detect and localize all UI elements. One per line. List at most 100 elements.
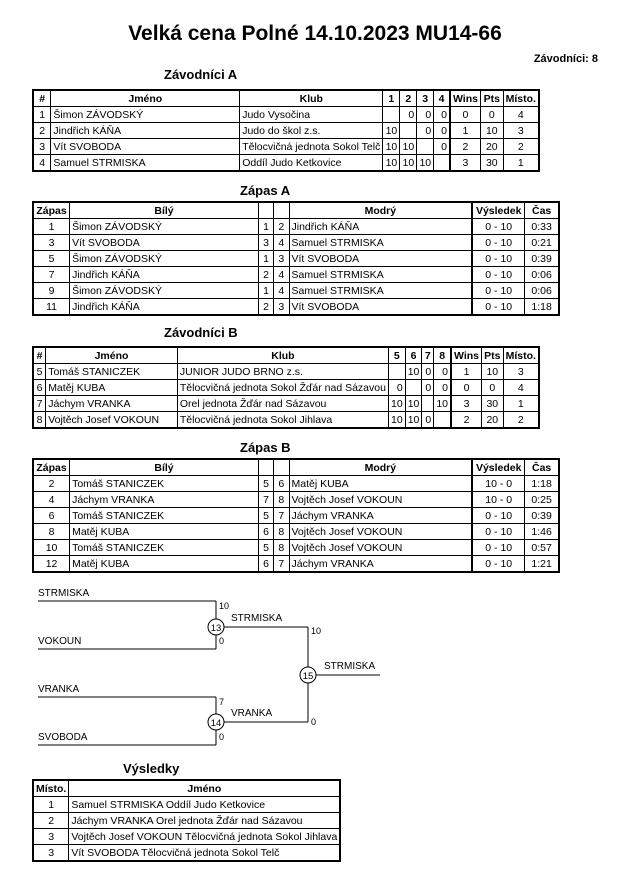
match-node-15: 15	[299, 666, 317, 684]
table-cell: 2	[273, 218, 290, 235]
table-cell: Vojtěch Josef VOKOUN	[288, 523, 473, 540]
table-cell: 0	[433, 122, 451, 139]
column-header	[273, 201, 290, 219]
table-cell: 0 - 10	[471, 298, 526, 316]
table-cell: Judo do škol z.s.	[239, 122, 384, 139]
column-header: 1	[382, 89, 401, 107]
column-header: Modrý	[288, 458, 473, 476]
table-cell: 5	[257, 475, 275, 492]
table-cell: Orel jednota Žďár nad Sázavou	[176, 395, 389, 412]
column-header: Čas	[524, 201, 560, 219]
group-a-heading: Závodníci A	[164, 67, 238, 82]
table-cell: 0 - 10	[471, 523, 526, 540]
table-cell: 3	[502, 122, 540, 139]
table-cell: 10	[382, 138, 401, 155]
table-cell: 3	[273, 250, 290, 267]
bracket-sf1-winner-score: 10	[311, 626, 321, 636]
table-cell: 1	[502, 154, 540, 172]
table-cell: 0	[450, 379, 482, 396]
table-cell: Jindřich KÁŇA	[69, 266, 259, 283]
table-cell: 0	[387, 379, 406, 396]
table-cell: 7	[257, 491, 275, 508]
table-cell: 1	[257, 218, 275, 235]
table-cell: 0	[399, 106, 418, 123]
table-cell: 2	[448, 138, 481, 155]
table-cell: 0:06	[524, 266, 560, 283]
table-cell: Tomáš STANICZEK	[69, 507, 259, 524]
table-cell: 0	[416, 122, 435, 139]
table-cell: Jindřich KÁŇA	[50, 122, 241, 139]
table-cell: JUNIOR JUDO BRNO z.s.	[176, 363, 389, 380]
table-cell: 6	[273, 475, 290, 492]
table-cell: 8	[273, 491, 290, 508]
table-cell	[382, 106, 401, 123]
table-cell: 1:18	[524, 475, 560, 492]
table-cell: Tomáš STANICZEK	[69, 539, 259, 556]
table-cell: 10	[433, 395, 452, 412]
table-cell: Jáchym VRANKA	[288, 555, 473, 573]
name-cell: Vojtěch Josef VOKOUN Tělocvičná jednota …	[68, 828, 341, 845]
table-cell: Šimon ZÁVODSKÝ	[69, 282, 259, 299]
table-cell: 12	[32, 555, 71, 573]
column-header	[257, 201, 275, 219]
table-cell: 10	[387, 411, 406, 429]
table-cell: 5	[257, 539, 275, 556]
table-cell: Šimon ZÁVODSKÝ	[50, 106, 241, 123]
table-cell: 10	[399, 138, 418, 155]
table-cell: Vít SVOBODA	[69, 234, 259, 251]
table-cell: Tělocvičná jednota Sokol Telč	[239, 138, 384, 155]
table-cell: Jáchym VRANKA	[45, 395, 178, 412]
table-cell: 0:21	[524, 234, 560, 251]
table-cell: Vojtěch Josef VOKOUN	[288, 491, 473, 508]
svg-text:15: 15	[303, 671, 314, 682]
bracket-sf1-bottom-score: 0	[219, 636, 224, 646]
table-cell: 8	[32, 411, 47, 429]
table-cell: 10	[404, 411, 423, 429]
table-cell: Jáchym VRANKA	[288, 507, 473, 524]
table-cell: 5	[32, 363, 47, 380]
table-cell: 0	[433, 138, 451, 155]
table-cell: 1	[32, 106, 52, 123]
table-cell	[421, 395, 435, 412]
matches-a-heading: Zápas A	[240, 183, 291, 198]
table-cell: Vít SVOBODA	[50, 138, 241, 155]
table-cell: 2	[502, 138, 540, 155]
column-header: 6	[404, 346, 423, 364]
table-cell: Matěj KUBA	[69, 523, 259, 540]
table-cell: 0:57	[524, 539, 560, 556]
column-header: Wins	[450, 346, 482, 364]
svg-text:13: 13	[211, 623, 222, 634]
table-cell	[399, 122, 418, 139]
table-cell: 3	[273, 298, 290, 316]
table-cell	[416, 138, 435, 155]
table-cell: 10 - 0	[471, 475, 526, 492]
column-header: Klub	[239, 89, 384, 107]
table-cell: 0	[421, 363, 435, 380]
table-cell: 0 - 10	[471, 539, 526, 556]
table-cell: 10	[382, 122, 401, 139]
table-cell: Tělocvičná jednota Sokol Jihlava	[176, 411, 389, 429]
column-header: Výsledek	[471, 458, 526, 476]
place-cell: 2	[32, 812, 70, 829]
table-cell: 0:39	[524, 507, 560, 524]
table-cell: 7	[32, 395, 47, 412]
group-b-heading: Závodníci B	[164, 325, 238, 340]
column-header: 5	[387, 346, 406, 364]
table-cell: 0	[433, 379, 452, 396]
table-cell: 0	[433, 106, 451, 123]
table-cell	[387, 363, 406, 380]
bracket-sf1-top-name: STRMISKA	[38, 588, 89, 599]
table-cell: 0	[416, 106, 435, 123]
bracket-sf2-top-name: VRANKA	[38, 684, 79, 695]
